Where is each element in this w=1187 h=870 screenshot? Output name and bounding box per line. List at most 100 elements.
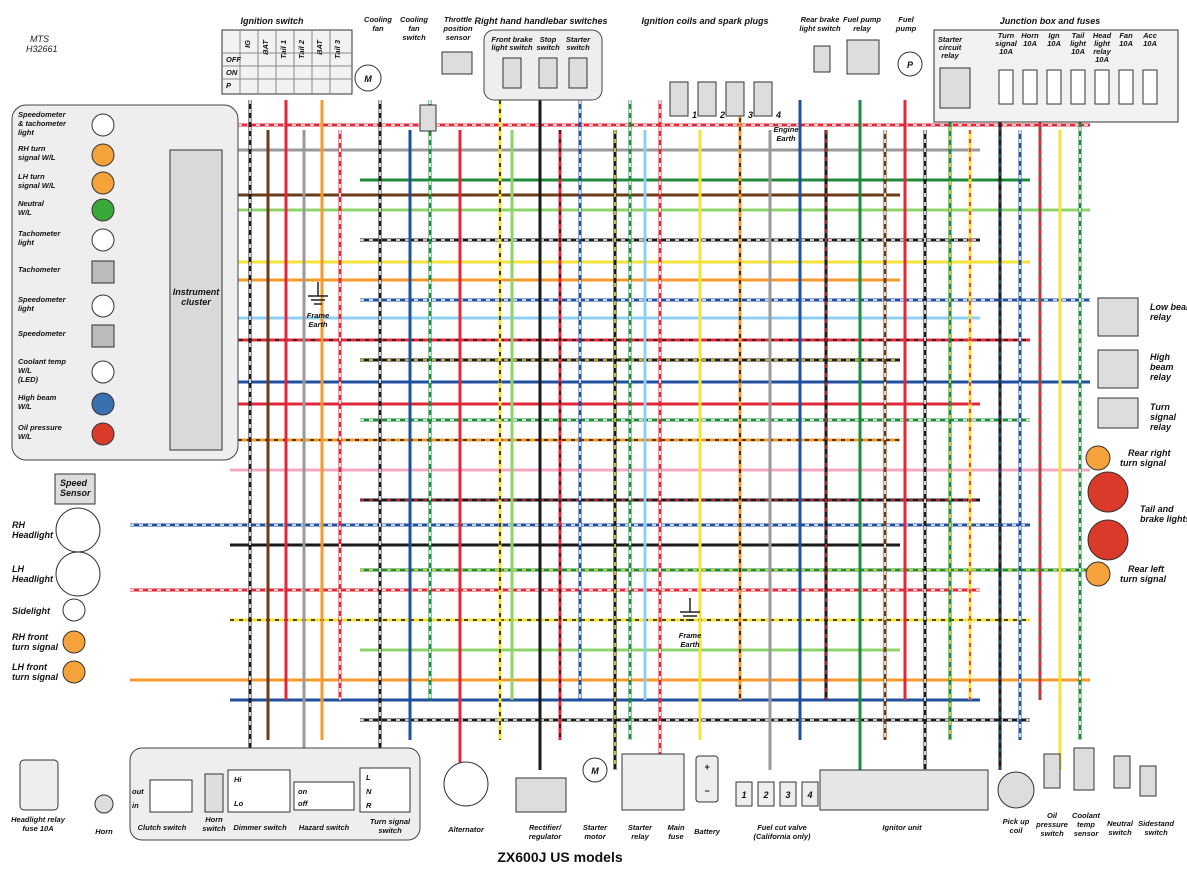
earth-symbol-icon — [680, 598, 700, 621]
warning-lamp-icon — [91, 171, 115, 195]
fuse-icon — [1070, 69, 1086, 105]
stop-switch-icon — [538, 57, 558, 89]
warning-lamp-icon — [91, 198, 115, 222]
ignitor-unit-icon — [819, 769, 989, 811]
coil-icon — [753, 81, 773, 117]
fuse-icon — [1022, 69, 1038, 105]
warning-lamp-icon — [91, 392, 115, 416]
instrument-item: Tachometer — [18, 260, 115, 284]
fuse-icon — [1094, 69, 1110, 105]
warning-lamp-icon — [91, 294, 115, 318]
coil-icon — [725, 81, 745, 117]
dimmer-hi: Hi — [234, 775, 242, 784]
battery-icon — [695, 755, 719, 803]
coolant-temp-sensor-icon — [1073, 747, 1095, 791]
ignition-coils-label: Ignition coils and spark plugs — [641, 16, 768, 26]
pickup-coil-icon — [997, 771, 1035, 809]
dimmer-switch-icon — [227, 769, 291, 813]
clutch-out: out — [132, 787, 144, 796]
warning-lamp-icon — [91, 113, 115, 137]
front-brake-switch-icon — [502, 57, 522, 89]
headlight-relay-fuse-icon — [19, 759, 59, 811]
rear-left-turn-bulb-icon — [1085, 561, 1111, 587]
battery-label: Battery — [694, 827, 721, 836]
rectifier-regulator-icon — [515, 777, 567, 813]
fuel-cut-valve-label: Fuel cut valve — [757, 823, 807, 832]
hazard-off: off — [298, 799, 309, 808]
turn-signal-switch-icon — [359, 767, 411, 813]
fuse-icon — [998, 69, 1014, 105]
hazard-switch-icon — [293, 781, 355, 811]
fuel-cut-valve-number: 1 — [741, 790, 746, 800]
drawing-ref: H32661 — [26, 44, 58, 54]
warning-lamp-icon — [91, 228, 115, 252]
lh-front-turn-bulb-icon — [62, 660, 86, 684]
turn-r: R — [366, 801, 372, 810]
instrument-item-label: Tachometer — [18, 265, 61, 274]
coil-number: 3 — [748, 110, 753, 120]
clutch-in: in — [132, 801, 139, 810]
clutch-switch-label: Clutch switch — [138, 823, 187, 832]
starter-circuit-relay-icon — [939, 67, 971, 109]
fuel-cut-valve-icon — [735, 781, 753, 807]
fuel-cut-note: (California only) — [753, 832, 811, 841]
ignition-column-label: Tail 3 — [333, 39, 342, 59]
rectifier-label: Rectifier/regulator — [529, 823, 563, 841]
fuel-pump-relay-icon — [846, 39, 880, 75]
alternator-icon — [443, 761, 489, 807]
instrument-cluster — [169, 149, 223, 451]
turn-l: L — [366, 773, 371, 782]
fuse-icon — [1118, 69, 1134, 105]
tail-light-bulb-icon — [1087, 471, 1129, 513]
fuel-cut-valve-icon — [801, 781, 819, 807]
rear-right-turn-bulb-icon — [1085, 445, 1111, 471]
fuse-icon — [1142, 69, 1158, 105]
ignition-position-label: OFF — [226, 55, 241, 64]
fuel-cut-valve-icon — [779, 781, 797, 807]
battery-minus-icon: − — [704, 786, 710, 796]
tps-icon — [441, 51, 473, 75]
